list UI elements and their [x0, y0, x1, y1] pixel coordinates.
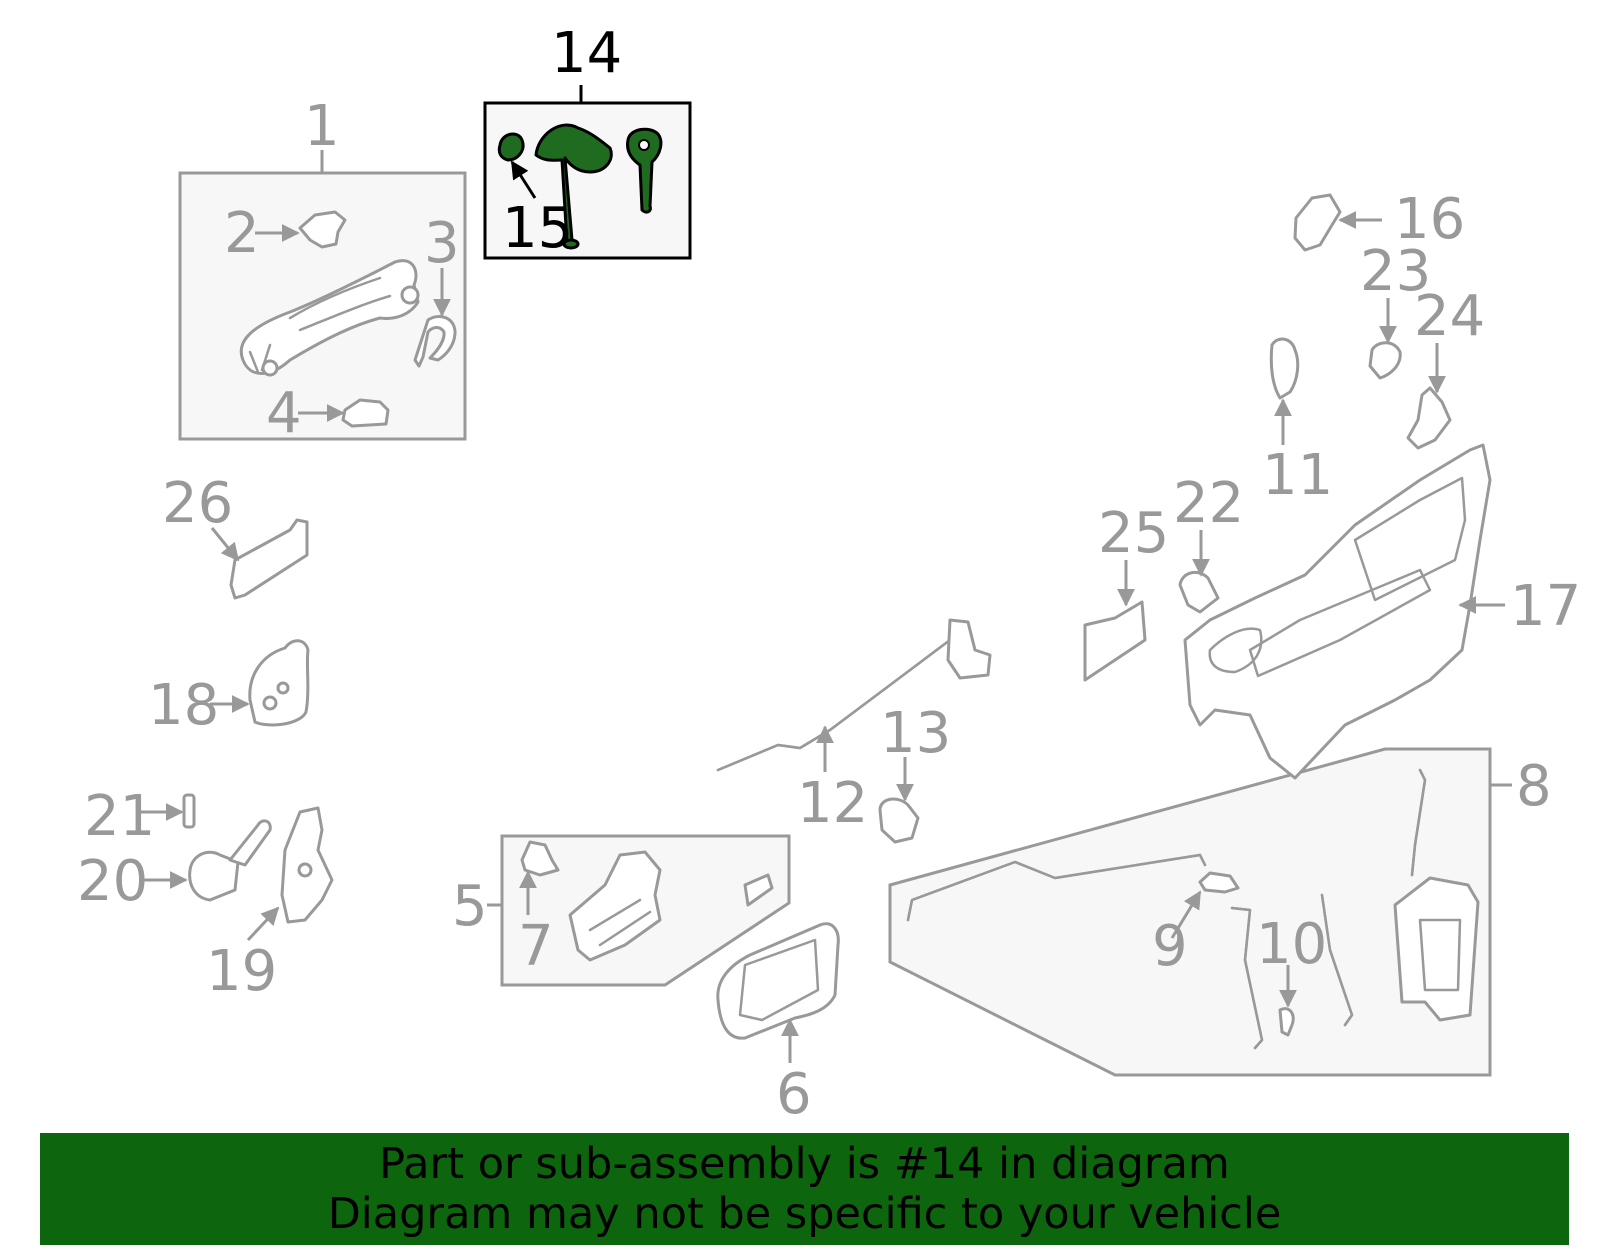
inner-handle: 6 [716, 922, 840, 1127]
callout-16: 16 [1394, 187, 1465, 252]
key [626, 127, 663, 214]
callout-8: 8 [1516, 754, 1552, 819]
right-parts: 16 23 24 11 22 25 17 [1083, 187, 1581, 780]
lock-cap [497, 132, 525, 162]
rod-part: 12 [716, 618, 992, 836]
notice-banner: Part or sub-assembly is #14 in diagram D… [40, 1133, 1569, 1245]
callout-13: 13 [880, 701, 951, 766]
callout-21: 21 [84, 784, 155, 849]
latch-assembly-group: 8 9 10 [888, 747, 1552, 1077]
lock-cylinder-group: 14 15 [483, 21, 692, 261]
clip-13: 13 [878, 701, 951, 844]
callout-5: 5 [452, 874, 488, 939]
callout-3: 3 [424, 211, 460, 276]
callout-9: 9 [1152, 914, 1188, 979]
callout-20: 20 [77, 849, 148, 914]
callout-12: 12 [797, 771, 868, 836]
callout-22: 22 [1173, 471, 1244, 536]
callout-4: 4 [266, 381, 302, 446]
callout-17: 17 [1510, 574, 1581, 639]
callout-23: 23 [1360, 239, 1431, 304]
outer-handle-group: 1 2 3 4 [178, 94, 467, 446]
callout-25: 25 [1098, 501, 1169, 566]
banner-line-2: Diagram may not be specific to your vehi… [327, 1189, 1282, 1239]
left-parts: 26 18 21 20 19 [77, 471, 334, 1004]
callout-18: 18 [148, 673, 219, 738]
inner-handle-group: 5 7 [452, 834, 791, 987]
callout-19: 19 [206, 939, 277, 1004]
callout-10: 10 [1256, 912, 1327, 977]
lock-cylinder [534, 123, 613, 245]
callout-15: 15 [502, 196, 573, 261]
callout-14: 14 [551, 21, 622, 86]
callout-2: 2 [224, 201, 260, 266]
callout-11: 11 [1262, 443, 1333, 508]
callout-7: 7 [518, 914, 554, 979]
callout-24: 24 [1414, 284, 1485, 349]
callout-26: 26 [162, 471, 233, 536]
banner-line-1: Part or sub-assembly is #14 in diagram [379, 1139, 1230, 1189]
callout-1: 1 [304, 94, 340, 159]
callout-6: 6 [776, 1062, 812, 1127]
